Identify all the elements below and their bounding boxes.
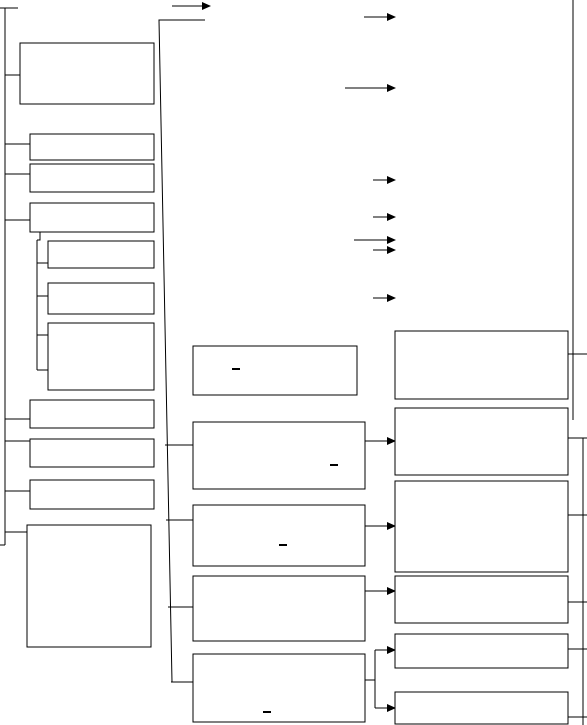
box-i (29, 438, 155, 468)
box-b (29, 133, 155, 161)
box-d (29, 202, 155, 233)
box-m1 (192, 345, 358, 396)
box-c (29, 163, 155, 193)
right-column (394, 330, 569, 725)
diagonal-connector-line (158, 19, 205, 683)
box-j (29, 479, 155, 510)
box-k (26, 524, 152, 648)
top-connectors (158, 2, 211, 683)
right-bracket (568, 0, 587, 725)
box-r6 (394, 691, 569, 725)
fork-from-m5 (365, 650, 376, 681)
box-m3 (192, 504, 366, 567)
box-r4 (394, 575, 569, 624)
box-g (47, 322, 155, 391)
box-r5 (394, 633, 569, 669)
branch-to-box-i (5, 440, 31, 467)
box-f (47, 282, 155, 315)
box-m5 (192, 653, 366, 723)
middle-to-right-arrows (365, 437, 396, 712)
left-tree (0, 7, 155, 648)
box-a (19, 42, 155, 105)
middle-arrows (345, 13, 396, 302)
branch-to-box-b (5, 143, 31, 160)
branch-to-box-j (5, 490, 31, 509)
subtree-bracket-line (37, 232, 41, 241)
branch-to-box-h (5, 418, 31, 428)
box-e (47, 240, 155, 269)
box-m2 (192, 421, 366, 490)
box-r3 (394, 480, 569, 573)
branch-to-box-c (5, 173, 31, 192)
branch-to-box-d (5, 219, 31, 232)
box-h (29, 399, 155, 429)
box-r1 (394, 330, 569, 400)
box-r2 (394, 407, 569, 476)
branch-to-box-a (5, 74, 21, 104)
box-m4 (192, 575, 366, 642)
middle-column (165, 345, 366, 723)
